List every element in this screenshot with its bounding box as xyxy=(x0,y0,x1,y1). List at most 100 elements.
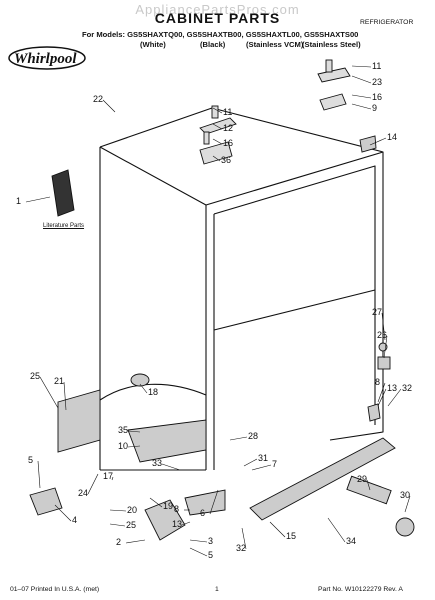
callout-label: 32 xyxy=(402,383,413,393)
front-grille xyxy=(249,437,396,521)
callout-leader-line xyxy=(327,517,346,543)
callout-label: 4 xyxy=(72,515,78,525)
brand-logo: Whirlpool xyxy=(14,51,77,67)
callout-leader-line xyxy=(377,388,387,407)
callout-leader-line xyxy=(241,527,247,550)
callout-leader-line xyxy=(212,123,223,130)
hinge-top-right xyxy=(317,59,351,111)
callout-label: 34 xyxy=(346,536,357,546)
watermark: AppliancePartsPros.com xyxy=(135,2,300,17)
callout-leader-line xyxy=(269,521,286,538)
callout-leader-line xyxy=(111,476,114,481)
callout-leader-line xyxy=(251,464,272,471)
callout-label: 15 xyxy=(286,531,297,541)
callout-label: 9 xyxy=(372,103,378,113)
callout-label: 18 xyxy=(148,387,159,397)
literature-parts-label: Literature Parts xyxy=(43,223,85,229)
brand-logo-badge xyxy=(8,46,86,70)
callout-label: 13 xyxy=(387,383,398,393)
variant-black: (Black) xyxy=(200,40,226,49)
callout-leader-line xyxy=(189,539,208,543)
callout-leader-line xyxy=(181,521,191,526)
callout-label: 5 xyxy=(208,550,214,560)
models-label: For Models: GS5SHAXTQ00, GS5SHAXTB00, GS… xyxy=(82,30,359,39)
callout-label: 26 xyxy=(377,330,388,340)
callout-leader-line xyxy=(25,196,51,203)
callout-leader-line xyxy=(369,137,387,146)
callout-label: 8 xyxy=(375,377,381,387)
callout-leader-line xyxy=(149,497,163,508)
callout-leader-line xyxy=(54,504,72,522)
page-title: CABINET PARTS xyxy=(154,10,281,26)
callout-leader-line xyxy=(87,473,99,495)
callout-label: 27 xyxy=(372,307,383,317)
callout-leader-line xyxy=(383,335,388,359)
callout-label: 32 xyxy=(236,543,247,553)
variant-white: (White) xyxy=(140,40,166,49)
callout-label: 6 xyxy=(200,508,206,518)
callout-label: 10 xyxy=(118,441,129,451)
callout-label: 1 xyxy=(16,196,22,206)
side-vent xyxy=(57,389,101,453)
callout-leader-line xyxy=(63,381,67,411)
callout-leader-line xyxy=(139,383,148,394)
callout-label: 3 xyxy=(208,536,214,546)
callout-label: 28 xyxy=(248,431,259,441)
callout-leader-line xyxy=(351,65,372,68)
callout-label: 16 xyxy=(372,92,383,102)
category-label: REFRIGERATOR xyxy=(360,19,414,26)
callout-label: 13 xyxy=(172,519,183,529)
callout-leader-line xyxy=(387,388,402,407)
callout-label: 36 xyxy=(221,155,232,165)
callout-label: 25 xyxy=(126,520,137,530)
callout-leader-line xyxy=(366,479,371,491)
callout-label: 2 xyxy=(116,537,122,547)
callout-label: 24 xyxy=(78,488,89,498)
callout-label: 11 xyxy=(223,107,233,117)
callout-leader-line xyxy=(102,99,116,113)
variant-stainless-steel: (Stainless Steel) xyxy=(302,40,361,49)
callout-leader-line xyxy=(39,376,59,409)
callout-label: 5 xyxy=(28,455,34,465)
callout-leader-line xyxy=(404,495,411,513)
callout-label: 11 xyxy=(372,61,382,71)
callout-leader-line xyxy=(212,155,221,162)
literature-booklet xyxy=(51,169,75,217)
footer-printed: 01–07 Printed In U.S.A. (met) xyxy=(10,586,100,593)
callout-label: 33 xyxy=(152,458,163,468)
callout-label: 22 xyxy=(93,94,104,104)
callout-label: 17 xyxy=(103,471,114,481)
callout-leader-line xyxy=(229,436,248,441)
callout-label: 25 xyxy=(30,371,41,381)
callout-label: 19 xyxy=(163,501,174,511)
callout-leader-line xyxy=(109,509,127,512)
callout-leader-line xyxy=(125,539,146,544)
callout-label: 29 xyxy=(357,474,368,484)
callout-label: 20 xyxy=(127,505,138,515)
cabinet-outline xyxy=(99,107,384,471)
callout-leader-line xyxy=(209,489,219,515)
callout-label: 8 xyxy=(174,504,180,514)
callout-leader-line xyxy=(189,547,208,557)
callout-leader-line xyxy=(351,103,372,110)
callout-label: 23 xyxy=(372,77,383,87)
variant-stainless-vcm: (Stainless VCM) xyxy=(246,40,304,49)
footer-page-number: 1 xyxy=(215,586,219,593)
hinge-top-left xyxy=(199,105,237,165)
callout-leader-line xyxy=(381,312,386,341)
callout-leader-line xyxy=(351,75,372,84)
callout-label: 35 xyxy=(118,425,129,435)
callout-label: 16 xyxy=(223,138,234,148)
footer-part-number: Part No. W10122279 Rev. A xyxy=(318,586,403,593)
callout-label: 7 xyxy=(272,459,278,469)
callout-leader-line xyxy=(161,463,181,471)
callout-leader-line xyxy=(109,523,126,527)
small-parts xyxy=(29,135,391,516)
callout-label: 31 xyxy=(258,453,269,463)
callout-label: 12 xyxy=(223,123,234,133)
callout-label: 21 xyxy=(54,376,65,386)
callout-label: 30 xyxy=(400,490,411,500)
callout-leader-line xyxy=(212,138,223,145)
callout-leader-line xyxy=(127,445,141,448)
